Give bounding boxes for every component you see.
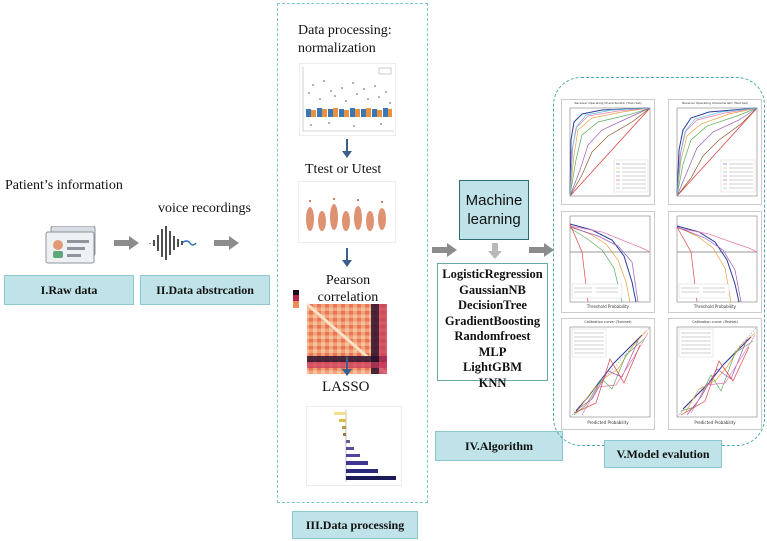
algorithm-item: Randomfroest	[454, 329, 531, 343]
swarmplot-thumbnail	[298, 181, 396, 243]
algorithm-item: LogisticRegression	[442, 267, 543, 281]
data-processing-panel	[277, 3, 428, 503]
data-abstraction-label: II.Data abstrcation	[140, 275, 270, 305]
processing-step-lasso: LASSO	[322, 379, 370, 395]
patient-info-text: Patient’s information	[5, 178, 123, 193]
step-subtitle: normalization	[298, 41, 376, 56]
arrow-icon	[529, 243, 554, 257]
algorithm-label: IV.Algorithm	[435, 431, 563, 461]
boxplot-thumbnail	[299, 63, 396, 136]
calibration-train-chart: Calibration curve: (Trainset) Predicted …	[561, 318, 655, 430]
algorithm-item: MLP	[478, 344, 507, 359]
arrow-down-icon	[488, 243, 502, 259]
dca-test-chart: Threshold Probability	[668, 211, 762, 313]
roc-curves	[676, 107, 758, 197]
arrow-icon	[214, 236, 239, 250]
algorithm-item: LightGBM	[462, 360, 523, 374]
machine-learning-box: Machine learning	[459, 180, 529, 240]
algorithm-item: GaussianNB	[459, 282, 526, 297]
dca-curves	[569, 215, 651, 303]
dca-curves	[676, 215, 758, 303]
algorithm-item: GradientBoosting	[444, 313, 541, 328]
raw-data-label: I.Raw data	[4, 275, 134, 305]
step-title: Data processing:	[298, 23, 392, 38]
arrow-icon	[432, 243, 457, 257]
axis-label: Predicted Probability	[694, 420, 736, 425]
chart-title: Calibration curve: (Testset)	[692, 320, 738, 324]
algorithm-item: DecisionTree	[458, 298, 527, 312]
axis-label: Predicted Probability	[587, 420, 629, 425]
arrow-icon	[114, 236, 139, 250]
sound-wave-icon	[149, 226, 197, 260]
chart-title: Calibration curve: (Trainset)	[584, 320, 632, 324]
roc-test-chart: Receiver Operating Characteristic (Test …	[668, 99, 762, 205]
algorithm-item: KNN	[478, 375, 507, 390]
ml-title-line1: Machine	[465, 192, 523, 209]
roc-curves	[569, 107, 651, 197]
calibration-curves	[676, 326, 758, 418]
ml-title-line2: learning	[467, 211, 521, 228]
data-processing-label: III.Data processing	[292, 511, 418, 539]
voice-recordings-text: voice recordings	[158, 201, 251, 216]
calibration-test-chart: Calibration curve: (Testset) Predicted P…	[668, 318, 762, 430]
axis-label: Threshold Probability	[693, 304, 737, 309]
dca-train-chart: Threshold Probability	[561, 211, 655, 313]
step-title: Pearson correlation	[317, 273, 379, 305]
model-evaluation-label: V.Model evalution	[604, 440, 722, 468]
algorithm-list-box: LogisticRegression GaussianNB DecisionTr…	[437, 263, 548, 390]
arrow-down-icon	[342, 357, 352, 376]
processing-step-ttest: Ttest or Utest	[305, 162, 382, 177]
axis-label: Threshold Probability	[586, 304, 630, 309]
processing-step-normalization: Data processing: normalization	[298, 22, 392, 58]
lasso-barchart-thumbnail	[306, 406, 402, 486]
patient-card-icon	[45, 226, 96, 264]
arrow-down-icon	[342, 139, 352, 158]
arrow-down-icon	[342, 248, 352, 267]
roc-train-chart: Receiver Operating Characteristic (Train…	[561, 99, 655, 205]
calibration-curves	[569, 326, 651, 418]
chart-title: Receiver Operating Characteristic (Train…	[574, 101, 642, 105]
chart-title: Receiver Operating Characteristic (Test …	[682, 101, 748, 105]
